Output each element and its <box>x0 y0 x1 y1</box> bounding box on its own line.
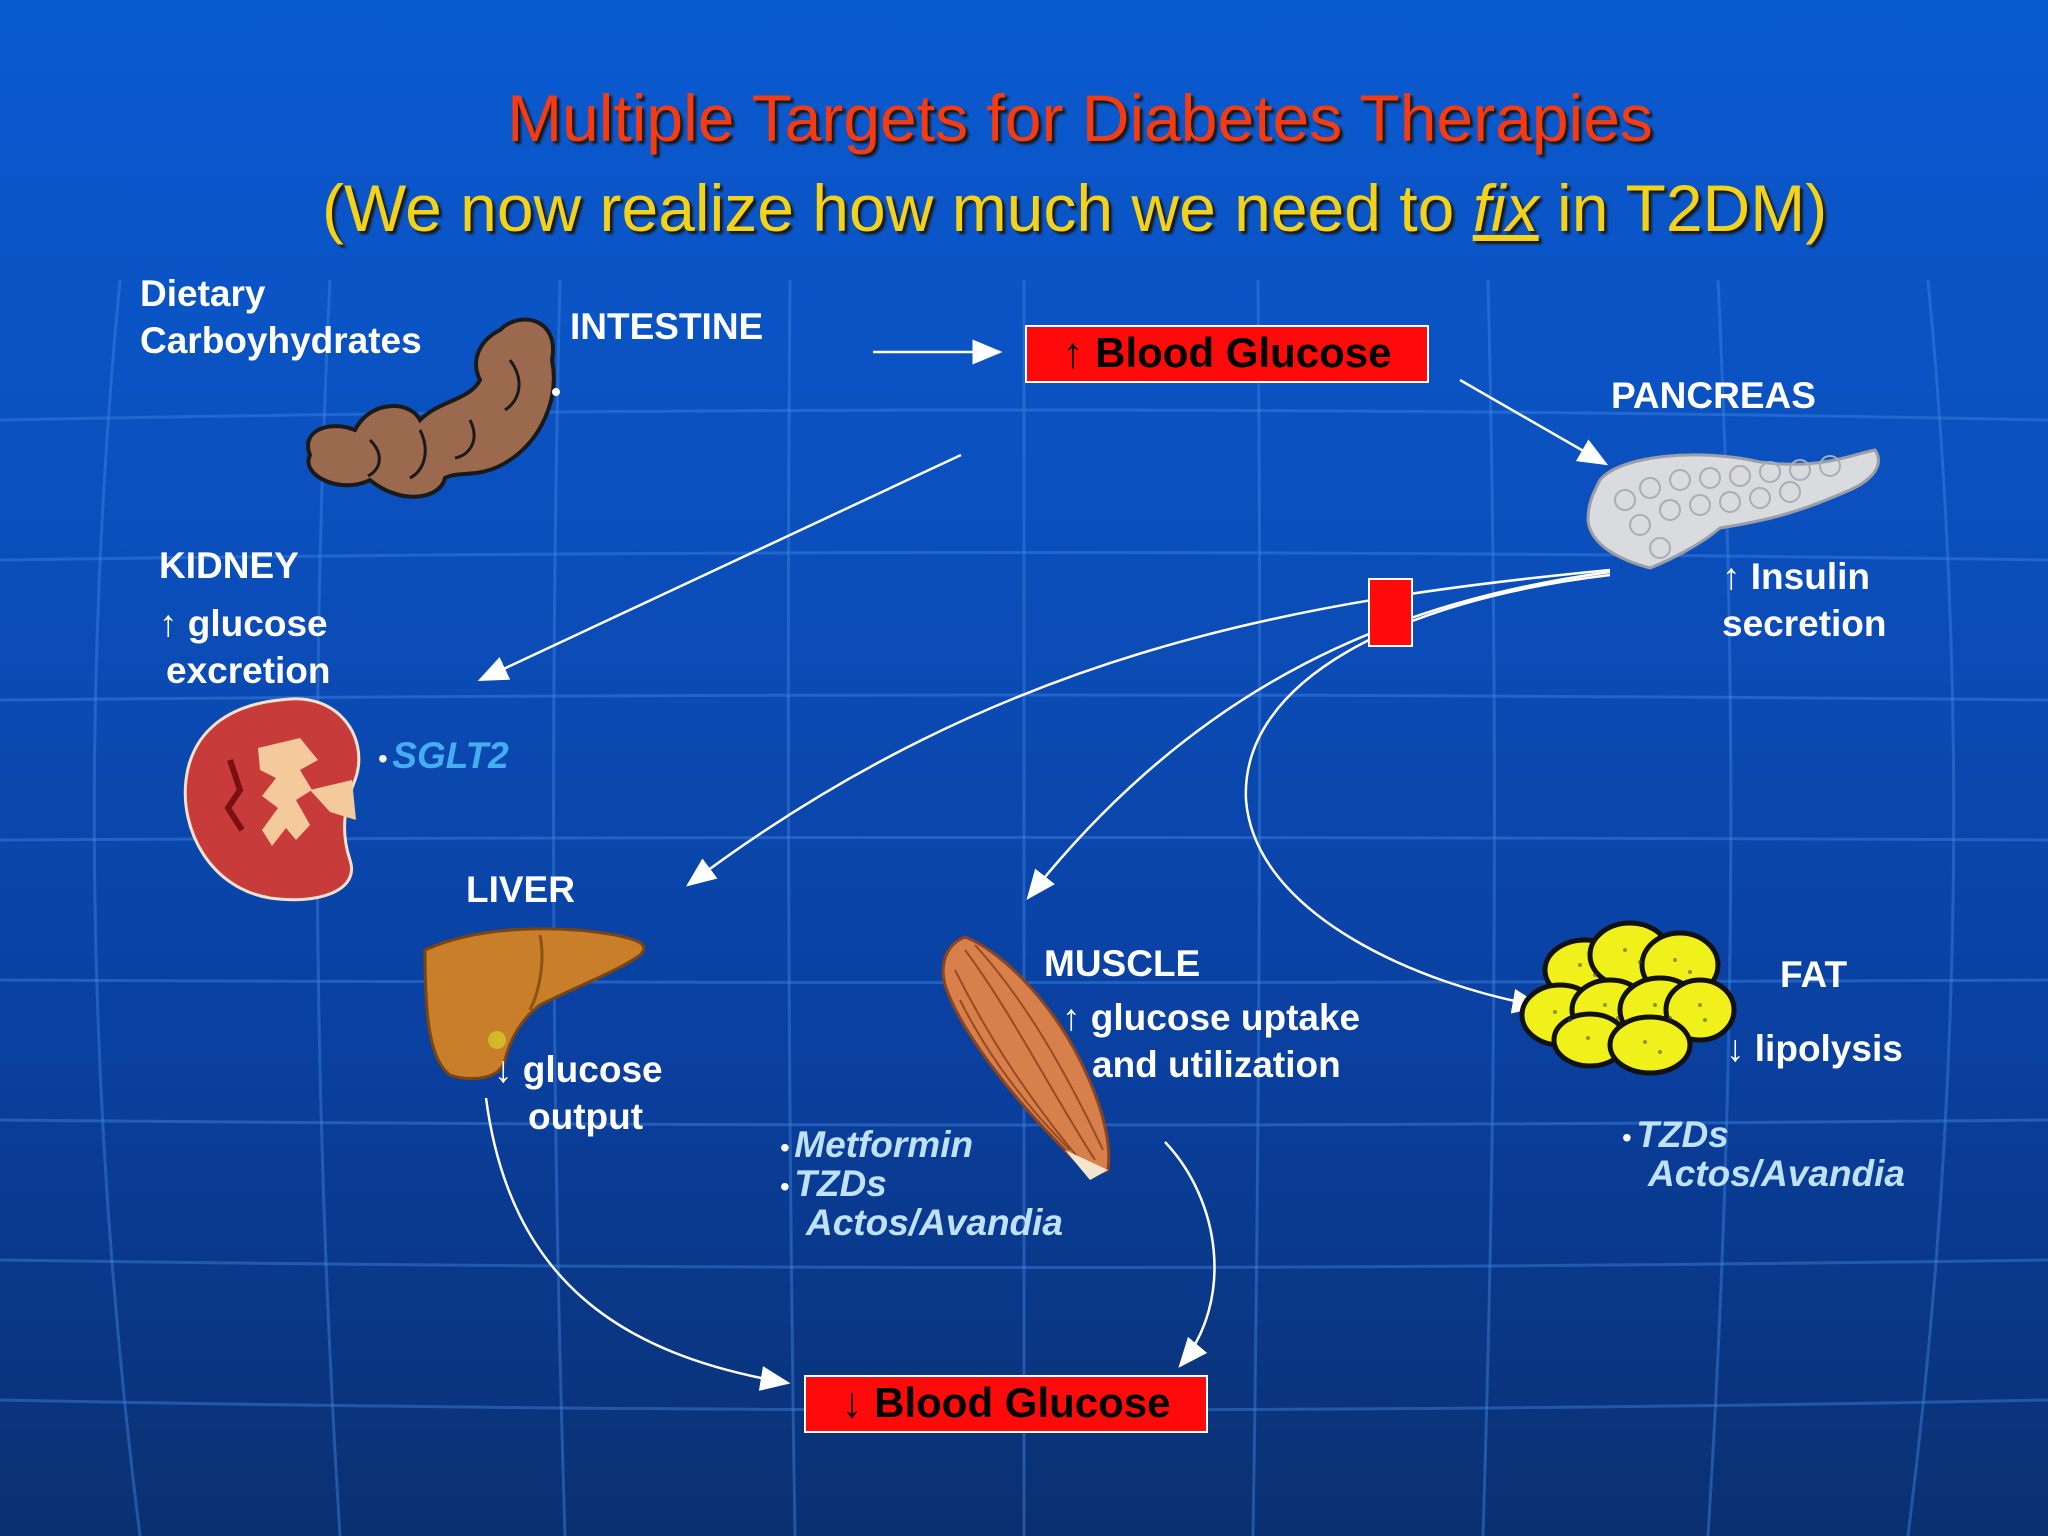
kidney-line2: excretion <box>166 650 331 691</box>
insulin-target-box <box>1368 578 1413 647</box>
liver-line2: output <box>528 1096 644 1137</box>
kidney-line1: ↑ glucose <box>159 603 328 644</box>
kidney-effect: ↑ glucose excretion <box>159 600 331 694</box>
sglt2-drug: • SGLT2 <box>378 735 509 777</box>
metformin-text: Metformin <box>794 1124 974 1165</box>
muscle-line2: and utilization <box>1092 1044 1341 1085</box>
fat-tzds-text: TZDs <box>1636 1114 1729 1155</box>
arrow-blood-to-pancreas <box>1459 378 1609 466</box>
dietary-line2: Carboyhydrates <box>140 320 422 361</box>
blood-glucose-up-box: ↑ Blood Glucose <box>1025 325 1429 383</box>
muscle-effect: ↑ glucose uptake and utilization <box>1062 994 1360 1088</box>
subtitle-fix: fix <box>1472 171 1539 245</box>
liver-effect: ↓ glucose output <box>494 1046 663 1140</box>
slide-title: Multiple Targets for Diabetes Therapies <box>507 81 1653 155</box>
intestine-icon <box>306 317 560 499</box>
arrow-pancreas-to-liver <box>686 568 1611 887</box>
insulin-label: ↑ Insulin secretion <box>1722 553 1887 647</box>
arrow-to-kidney <box>477 453 962 682</box>
arrow-pancreas-to-fat <box>1244 573 1611 1014</box>
pancreas-label: PANCREAS <box>1611 375 1816 416</box>
muscle-icon <box>941 935 1111 1180</box>
muscle-liver-drugs: • Metformin • TZDs Actos/Avandia <box>780 1125 1063 1242</box>
arrow-muscle-to-blood <box>1164 1141 1216 1368</box>
liver-line1: ↓ glucose <box>494 1049 663 1090</box>
dietary-label: Dietary Carboyhydrates <box>140 270 422 364</box>
intestine-label: INTESTINE <box>570 306 764 347</box>
actos-avandia-text: Actos/Avandia <box>806 1202 1064 1243</box>
fat-drugs: • TZDs Actos/Avandia <box>1622 1115 1905 1193</box>
slide-subtitle: (We now realize how much we need to fix … <box>322 170 1827 246</box>
arrow-pancreas-to-muscle <box>1026 570 1611 900</box>
blood-glucose-down-box: ↓ Blood Glucose <box>804 1375 1208 1433</box>
fat-effect: ↓ lipolysis <box>1726 1028 1903 1069</box>
arrow-liver-to-blood <box>484 1097 791 1391</box>
dietary-line1: Dietary <box>140 273 266 314</box>
bullet: • <box>1622 1122 1632 1153</box>
muscle-label: MUSCLE <box>1044 943 1201 984</box>
muscle-line1: ↑ glucose uptake <box>1062 997 1361 1038</box>
insulin-line1: ↑ Insulin <box>1722 556 1870 597</box>
kidney-icon <box>183 697 361 902</box>
fat-actos-avandia-text: Actos/Avandia <box>1648 1153 1906 1194</box>
fat-icon <box>1519 920 1737 1076</box>
liver-label: LIVER <box>466 869 575 910</box>
bullet: • <box>780 1132 790 1163</box>
bullet: • <box>378 743 388 774</box>
subtitle-pre: (We now realize how much we need to <box>322 171 1473 245</box>
fat-label: FAT <box>1780 954 1848 995</box>
kidney-label: KIDNEY <box>159 545 299 586</box>
insulin-line2: secretion <box>1722 603 1887 644</box>
pancreas-icon <box>1586 448 1880 570</box>
liver-icon <box>423 927 646 1081</box>
bullet: • <box>780 1171 790 1202</box>
tzds-text: TZDs <box>794 1163 887 1204</box>
subtitle-post: in T2DM) <box>1538 171 1828 245</box>
sglt2-text: SGLT2 <box>392 735 509 776</box>
